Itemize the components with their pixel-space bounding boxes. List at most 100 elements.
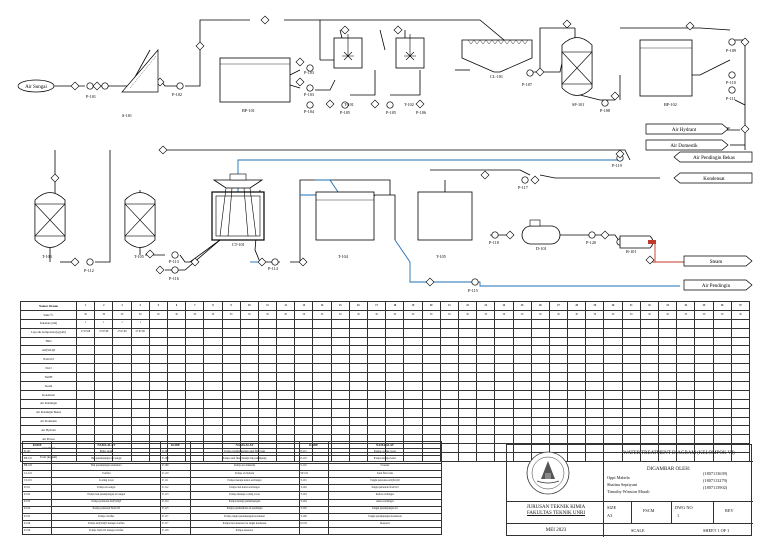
stream-cell	[621, 327, 641, 338]
stream-cell	[548, 389, 569, 400]
legend-code: P-116	[298, 455, 329, 464]
stream-cell	[585, 389, 605, 400]
stream-row-label: NaOH	[20, 372, 77, 383]
stream-cell	[730, 372, 751, 383]
stream-cell	[330, 336, 350, 347]
stream-cell	[476, 434, 496, 445]
legend-name: Clarifier	[51, 469, 162, 478]
stream-number: 22	[457, 301, 478, 311]
stream-cell	[385, 363, 405, 374]
stream-cell	[203, 318, 223, 329]
stream-cell	[276, 389, 296, 400]
stream-cell	[294, 363, 314, 374]
stream-cell	[312, 327, 332, 338]
stream-cell	[366, 336, 387, 347]
stream-cell	[548, 398, 569, 409]
stream-cell	[530, 389, 550, 400]
stream-cell	[621, 363, 641, 374]
legend-name: Pompa pendistribusi air pendingin	[189, 505, 300, 514]
stream-table-row: NaCl	[20, 363, 751, 374]
stream-cell	[348, 363, 369, 374]
stream-cell	[494, 318, 514, 329]
stream-cell: 30	[330, 309, 350, 320]
stream-cell	[257, 336, 278, 347]
stream-cell	[166, 336, 187, 347]
stream-cell: 30	[221, 309, 241, 320]
stream-cell	[130, 425, 150, 436]
pump-p120	[588, 231, 596, 239]
stream-cell	[385, 416, 405, 427]
stream-cell	[621, 336, 641, 347]
stream-cell	[512, 363, 532, 374]
stream-cell: 27.67,68	[75, 327, 96, 338]
stream-cell	[548, 336, 569, 347]
svg-text:P-105: P-105	[386, 110, 396, 115]
stream-cell	[148, 354, 168, 365]
stream-cell	[312, 363, 332, 374]
stream-cell	[112, 372, 132, 383]
stream-cell	[276, 381, 296, 391]
stream-cell	[694, 372, 714, 383]
stream-cell	[457, 416, 478, 427]
stream-number: 18	[385, 301, 405, 311]
stream-cell	[366, 407, 387, 418]
stream-cell	[476, 327, 496, 338]
stream-cell	[221, 327, 241, 338]
stream-cell	[694, 327, 714, 338]
stream-table-row: Air Pendingin	[20, 398, 751, 409]
stream-cell	[530, 407, 550, 418]
stream-cell: 27.67,68	[130, 327, 150, 338]
legend-code: P-107	[160, 448, 191, 457]
legend-code: T-105	[298, 505, 329, 514]
stream-cell: 1	[112, 318, 132, 329]
stream-cell	[366, 425, 387, 436]
stream-cell	[366, 372, 387, 383]
stream-number: 6	[166, 301, 187, 311]
inlet-air-pendingin-bekas: Air Pendingin Bekas	[673, 151, 753, 163]
stream-cell	[330, 425, 350, 436]
stream-table-row: H2O	[20, 336, 751, 347]
stream-cell	[457, 363, 478, 374]
drawer-nim-3: (1807113902)	[703, 485, 728, 490]
stream-table-row: Kondensat	[20, 389, 751, 400]
stream-cell	[585, 363, 605, 374]
stream-number: 20	[421, 301, 441, 311]
stream-cell	[621, 389, 641, 400]
legend-code: P-102	[21, 491, 53, 500]
stream-cell	[603, 434, 623, 445]
stream-cell	[585, 398, 605, 409]
stream-cell	[348, 327, 369, 338]
stream-cell: 30	[494, 309, 514, 320]
stream-cell	[457, 434, 478, 445]
legend-name: Pompa pelarutan Al2(SO4)3	[51, 498, 162, 507]
basin-bp101	[219, 57, 291, 103]
stream-cell	[403, 363, 423, 374]
legend-code: SF-101	[298, 469, 329, 478]
legend-code: P-104	[21, 505, 53, 514]
stream-cell	[548, 425, 569, 436]
stream-cell	[221, 389, 241, 400]
stream-cell	[294, 398, 314, 409]
pump-p104	[306, 84, 314, 92]
legend-name: Pompa menuju kation exchanger	[189, 476, 300, 486]
stream-cell	[585, 354, 605, 365]
stream-cell	[203, 372, 223, 383]
stream-cell	[276, 354, 296, 365]
pump-p101b	[101, 82, 109, 90]
stream-cell: 30	[639, 309, 660, 320]
legend-name: Pompa cooling tower	[327, 448, 443, 457]
stream-cell	[439, 345, 459, 356]
stream-cell	[239, 372, 259, 383]
sand-filter-sf101	[561, 37, 593, 96]
stream-cell: 30	[676, 309, 696, 320]
stream-cell	[403, 354, 423, 365]
drawer-nim-2: (1807113279)	[703, 478, 728, 483]
stream-cell	[676, 389, 696, 400]
stream-cell	[330, 345, 350, 356]
legend-code: T-101	[298, 476, 329, 486]
stream-cell	[421, 407, 441, 418]
stream-cell	[712, 336, 732, 347]
svg-text:Air Pendingin: Air Pendingin	[702, 284, 731, 289]
stream-cell	[239, 363, 259, 374]
